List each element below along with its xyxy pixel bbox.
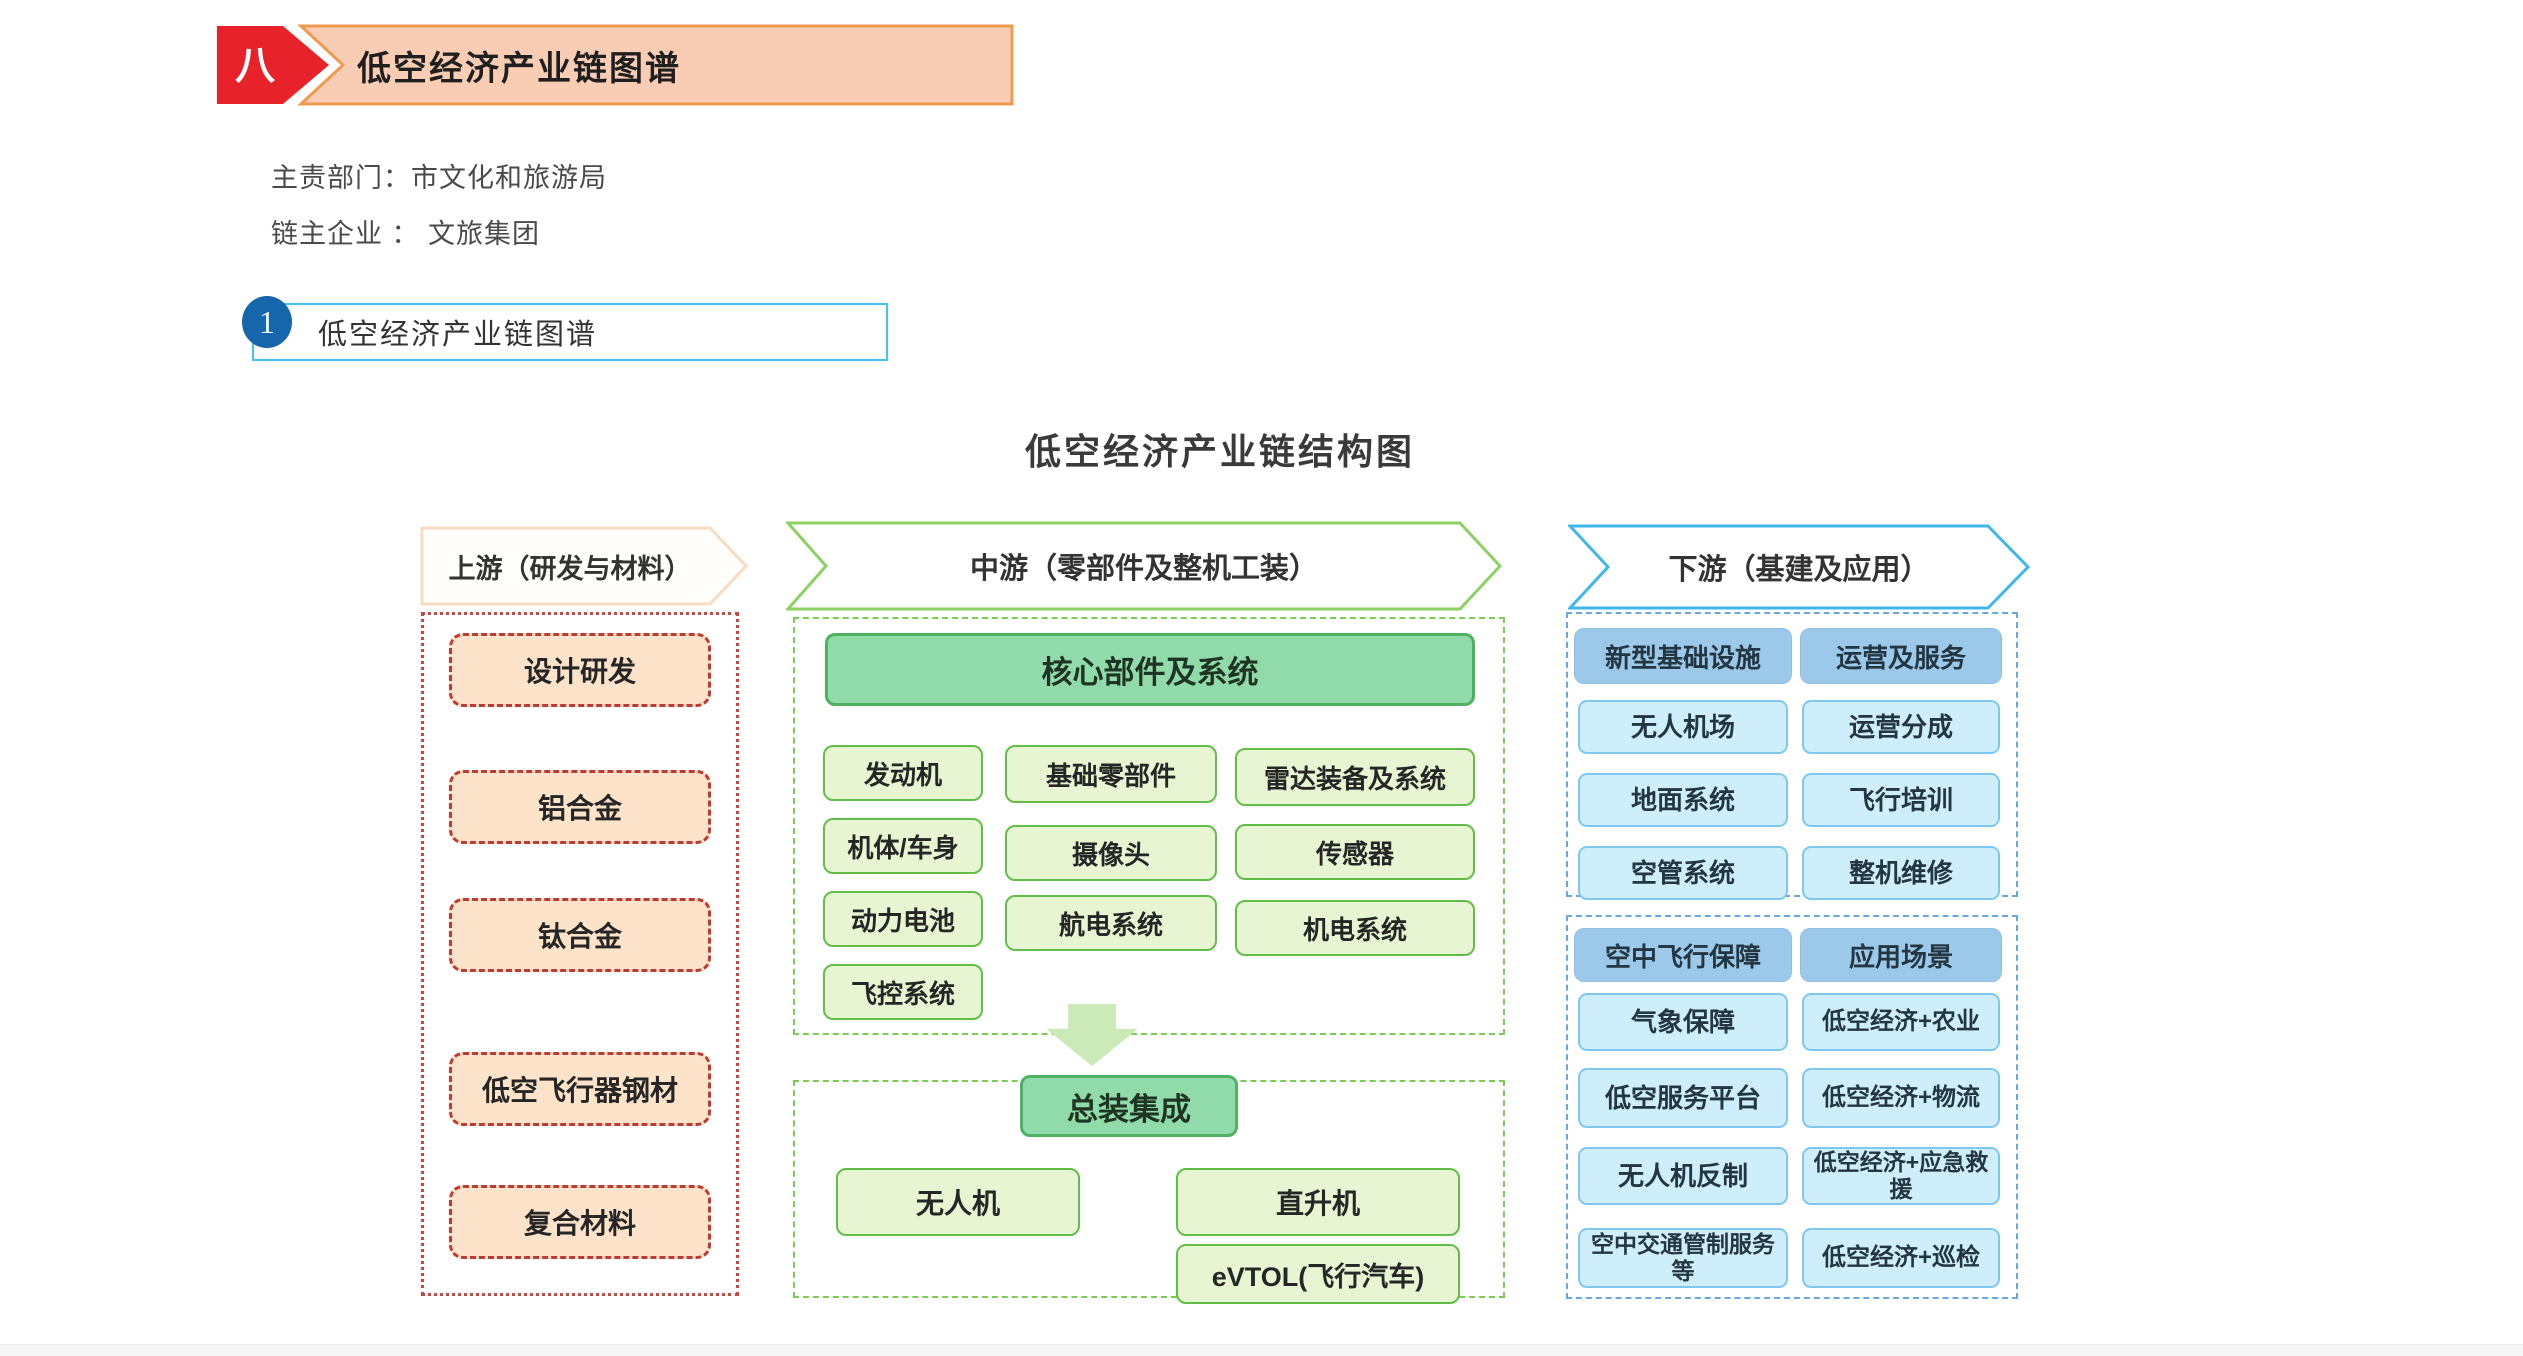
- core-components-header: 核心部件及系统: [825, 633, 1475, 706]
- flight-support-item: 空中交通管制服务等: [1578, 1228, 1788, 1288]
- infrastructure-item: 无人机场: [1578, 700, 1788, 754]
- assembly-item: 直升机: [1176, 1168, 1460, 1236]
- application-item: 低空经济+农业: [1802, 993, 2000, 1051]
- banner-background: [297, 24, 1014, 106]
- upstream-item: 铝合金: [449, 770, 711, 844]
- infrastructure-item: 地面系统: [1578, 773, 1788, 827]
- downstream-arrow-shape: [1566, 524, 2031, 610]
- core-item: 传感器: [1235, 824, 1475, 880]
- core-item: 发动机: [823, 745, 983, 801]
- upstream-item: 低空飞行器钢材: [449, 1052, 711, 1126]
- application-item: 低空经济+巡检: [1802, 1228, 2000, 1288]
- chapter-badge-arrow: [217, 26, 329, 104]
- application-header: 应用场景: [1800, 928, 2002, 982]
- upstream-item: 钛合金: [449, 898, 711, 972]
- section1-box: [252, 303, 888, 361]
- core-item: 飞控系统: [823, 964, 983, 1020]
- banner-shape: 八: [217, 24, 1014, 106]
- meta-chain-leader: 链主企业 ： 文旅集团: [271, 219, 541, 249]
- application-item: 低空经济+物流: [1802, 1068, 2000, 1128]
- flight-support-header: 空中飞行保障: [1574, 928, 1792, 982]
- core-item: 航电系统: [1005, 895, 1217, 951]
- infrastructure-header: 新型基础设施: [1574, 628, 1792, 684]
- services-item: 飞行培训: [1802, 773, 2000, 827]
- core-item: 基础零部件: [1005, 745, 1217, 803]
- core-item: 机体/车身: [823, 818, 983, 874]
- services-header: 运营及服务: [1800, 628, 2002, 684]
- downstream-phase-arrow: 下游（基建及应用）: [1566, 524, 2031, 610]
- chapter-number: 八: [235, 44, 276, 88]
- upstream-item: 复合材料: [449, 1185, 711, 1259]
- upstream-item: 设计研发: [449, 633, 711, 707]
- section-banner: 八 低空经济产业链图谱: [215, 24, 1015, 106]
- section1-number-circle: 1: [242, 296, 292, 348]
- application-item: 低空经济+应急救援: [1802, 1147, 2000, 1205]
- midstream-arrow-shape: [784, 521, 1503, 611]
- assembly-item: eVTOL(飞行汽车): [1176, 1244, 1460, 1304]
- page-bottom-edge: [0, 1344, 2523, 1356]
- downstream-phase-label: 下游（基建及应用）: [1668, 554, 1930, 586]
- flight-support-item: 气象保障: [1578, 993, 1788, 1051]
- services-item: 运营分成: [1802, 700, 2000, 754]
- assembly-item: 无人机: [836, 1168, 1080, 1236]
- flight-support-item: 低空服务平台: [1578, 1068, 1788, 1128]
- midstream-phase-arrow: 中游（零部件及整机工装）: [784, 521, 1503, 611]
- midstream-phase-label: 中游（零部件及整机工装）: [969, 553, 1318, 585]
- section1-title: 低空经济产业链图谱: [318, 319, 598, 351]
- core-item: 机电系统: [1235, 900, 1475, 956]
- core-item: 雷达装备及系统: [1235, 748, 1475, 806]
- diagram-title: 低空经济产业链结构图: [1024, 431, 1415, 472]
- infrastructure-item: 空管系统: [1578, 846, 1788, 900]
- section1-number: 1: [259, 303, 275, 340]
- core-item: 摄像头: [1005, 825, 1217, 881]
- flight-support-item: 无人机反制: [1578, 1147, 1788, 1205]
- banner-title: 低空经济产业链图谱: [357, 49, 681, 88]
- core-item: 动力电池: [823, 891, 983, 947]
- upstream-phase-label: 上游（研发与材料）: [448, 553, 692, 584]
- meta-department: 主责部门：市文化和旅游局: [271, 163, 607, 193]
- assembly-header: 总装集成: [1020, 1075, 1238, 1137]
- services-item: 整机维修: [1802, 846, 2000, 900]
- upstream-arrow-shape: [420, 526, 749, 606]
- upstream-phase-arrow: 上游（研发与材料）: [420, 526, 749, 606]
